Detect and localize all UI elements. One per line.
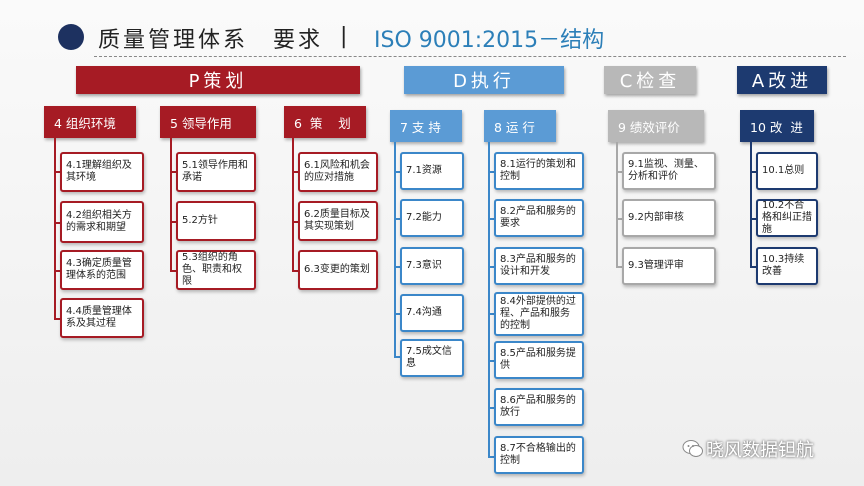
phase-check: C检查 (604, 66, 696, 94)
clause-4-4: 4.4质量管理体系及其过程 (60, 298, 144, 338)
category-8: 8 运 行 (484, 110, 556, 142)
connector-6-2 (292, 221, 300, 223)
category-10: 10 改 进 (740, 110, 814, 142)
clause-8-1: 8.1运行的策划和控制 (494, 152, 584, 190)
wechat-icon (682, 440, 703, 457)
connector-5-1 (170, 171, 178, 173)
clause-9-1: 9.1监视、测量、分析和评价 (622, 152, 716, 190)
connector-9 (616, 142, 618, 268)
connector-7-2 (394, 218, 402, 220)
connector-6 (292, 138, 294, 272)
connector-4-4 (54, 318, 62, 320)
connector-6-3 (292, 270, 300, 272)
clause-8-2: 8.2产品和服务的要求 (494, 199, 584, 237)
clause-10-3: 10.3持续改善 (756, 247, 818, 285)
connector-8-3 (488, 266, 496, 268)
phase-act: A改进 (737, 66, 827, 94)
connector-10-2 (750, 218, 758, 220)
clause-8-4: 8.4外部提供的过程、产品和服务的控制 (494, 292, 584, 336)
connector-8-4 (488, 313, 496, 315)
category-9: 9 绩效评价 (608, 110, 704, 142)
clause-6-1: 6.1风险和机会的应对措施 (298, 152, 378, 192)
clause-7-5: 7.5成文信息 (400, 339, 464, 377)
connector-4-1 (54, 171, 62, 173)
connector-9-1 (616, 171, 624, 173)
connector-4 (54, 138, 56, 320)
connector-7-3 (394, 266, 402, 268)
connector-8-1 (488, 171, 496, 173)
connector-9-2 (616, 218, 624, 220)
clause-6-3: 6.3变更的策划 (298, 250, 378, 290)
connector-8-2 (488, 218, 496, 220)
phase-do: D执行 (404, 66, 564, 94)
connector-7-5 (394, 356, 402, 358)
clause-7-4: 7.4沟通 (400, 294, 464, 332)
connector-10-1 (750, 171, 758, 173)
connector-5-3 (170, 270, 178, 272)
clause-7-2: 7.2能力 (400, 199, 464, 237)
clause-8-3: 8.3产品和服务的设计和开发 (494, 247, 584, 285)
connector-6-1 (292, 171, 300, 173)
connector-7-4 (394, 313, 402, 315)
connector-4-2 (54, 222, 62, 224)
clause-6-2: 6.2质量目标及其实现策划 (298, 201, 378, 241)
clause-10-1: 10.1总则 (756, 152, 818, 190)
clause-4-3: 4.3确定质量管理体系的范围 (60, 250, 144, 290)
connector-10 (750, 142, 752, 268)
clause-7-3: 7.3意识 (400, 247, 464, 285)
title-standard: ISO 9001:2015－结构 (374, 28, 605, 53)
watermark-text: 晓风数据钽航 (706, 440, 814, 461)
title-bullet (58, 24, 84, 50)
connector-9-3 (616, 266, 624, 268)
category-5: 5 领导作用 (160, 106, 256, 138)
category-6: 6 策 划 (284, 106, 366, 138)
clause-9-2: 9.2内部审核 (622, 199, 716, 237)
clause-4-2: 4.2组织相关方的需求和期望 (60, 201, 144, 243)
clause-8-7: 8.7不合格输出的控制 (494, 436, 584, 474)
clause-5-2: 5.2方针 (176, 201, 256, 241)
clause-4-1: 4.1理解组织及其环境 (60, 152, 144, 192)
connector-5-2 (170, 221, 178, 223)
title-separator: | (340, 24, 348, 49)
category-7: 7 支 持 (390, 110, 462, 142)
connector-8-6 (488, 407, 496, 409)
connector-8-7 (488, 456, 496, 458)
clause-9-3: 9.3管理评审 (622, 247, 716, 285)
clause-5-3: 5.3组织的角色、职责和权限 (176, 250, 256, 290)
phase-plan: P策划 (76, 66, 360, 94)
clause-7-1: 7.1资源 (400, 152, 464, 190)
connector-8-5 (488, 360, 496, 362)
category-4: 4 组织环境 (44, 106, 136, 138)
connector-4-3 (54, 270, 62, 272)
connector-8 (488, 142, 490, 458)
clause-8-5: 8.5产品和服务提供 (494, 341, 584, 379)
title-divider (94, 56, 846, 57)
connector-7 (394, 142, 396, 358)
connector-7-1 (394, 171, 402, 173)
page-title: 质量管理体系 要求 (98, 28, 324, 53)
connector-5 (170, 138, 172, 272)
clause-5-1: 5.1领导作用和承诺 (176, 152, 256, 192)
clause-10-2: 10.2不合格和纠正措施 (756, 199, 818, 237)
connector-10-3 (750, 266, 758, 268)
clause-8-6: 8.6产品和服务的放行 (494, 388, 584, 426)
